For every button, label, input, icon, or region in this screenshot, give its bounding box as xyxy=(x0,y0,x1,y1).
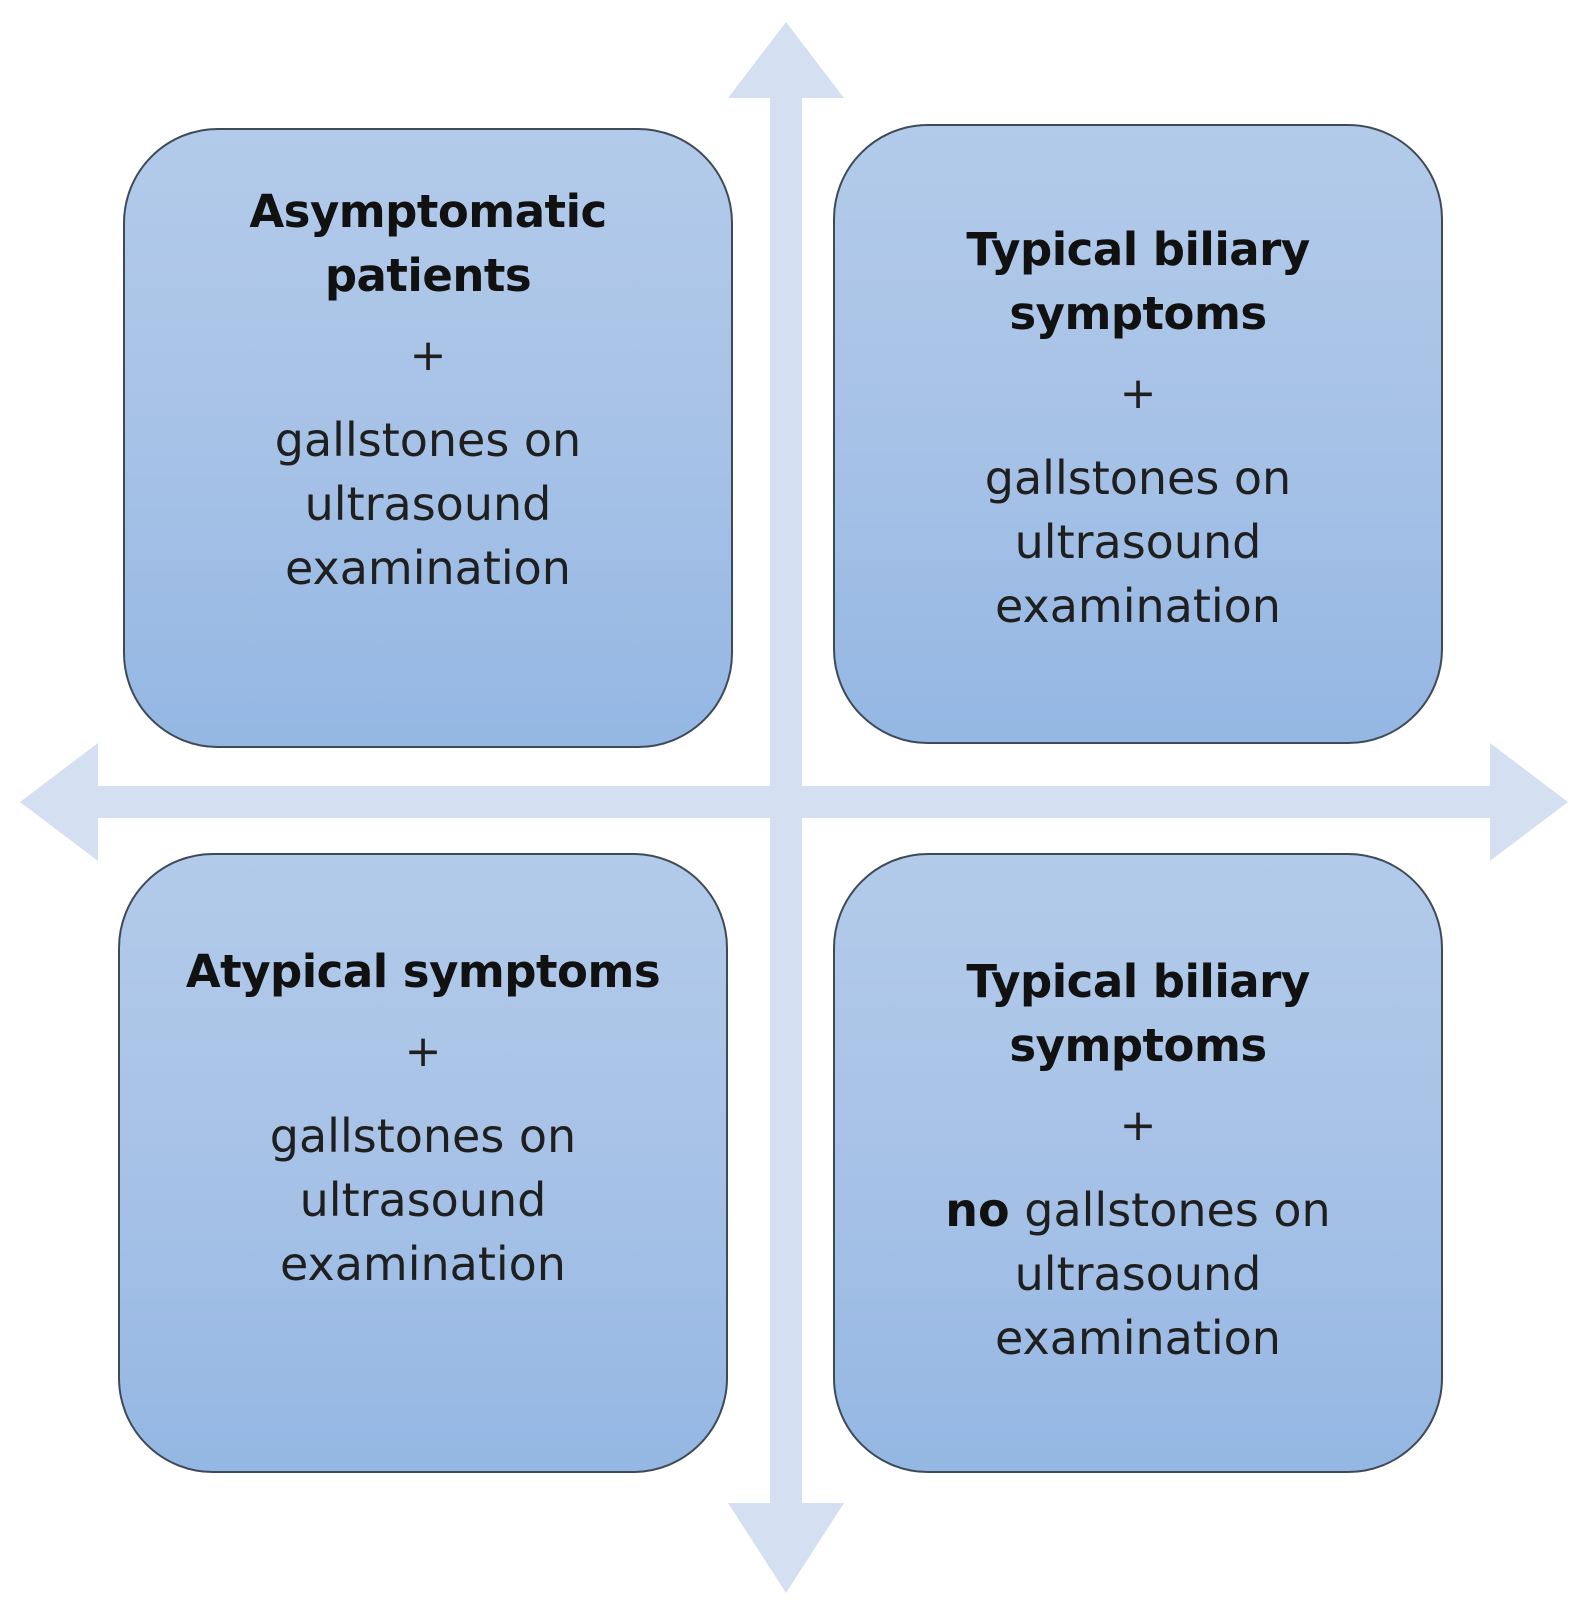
quadrant-finding: no gallstones on ultrasound examination xyxy=(928,1178,1348,1370)
plus-sign: + xyxy=(404,1026,442,1077)
down-arrowhead xyxy=(728,1503,844,1593)
quadrant-title: Typical biliary symptoms xyxy=(966,955,1310,1072)
quadrant-atypical: Atypical symptoms + gallstones on ultras… xyxy=(118,853,728,1473)
quadrant-finding: gallstones on ultrasound examination xyxy=(984,451,1292,633)
quadrant-title: Typical biliary symptoms xyxy=(966,223,1310,340)
up-arrowhead xyxy=(728,22,844,98)
negation-word: no xyxy=(945,1183,1010,1237)
quadrant-title: Atypical symptoms xyxy=(185,945,661,998)
quadrant-title: Asymptomatic patients xyxy=(249,185,607,302)
quadrant-asymptomatic: Asymptomatic patients + gallstones on ul… xyxy=(123,128,733,748)
plus-sign: + xyxy=(1119,1100,1157,1151)
finding-text: gallstones on ultrasound examination xyxy=(995,1183,1331,1365)
horizontal-axis-shaft xyxy=(95,786,1493,818)
plus-sign: + xyxy=(409,330,447,381)
left-arrowhead xyxy=(20,743,98,861)
quadrant-typical-no-gallstones: Typical biliary symptoms + no gallstones… xyxy=(833,853,1443,1473)
quadrant-typical-with-gallstones: Typical biliary symptoms + gallstones on… xyxy=(833,124,1443,744)
plus-sign: + xyxy=(1119,368,1157,419)
quadrant-finding: gallstones on ultrasound examination xyxy=(269,1109,577,1291)
quadrant-finding: gallstones on ultrasound examination xyxy=(274,413,582,595)
right-arrowhead xyxy=(1490,743,1568,861)
